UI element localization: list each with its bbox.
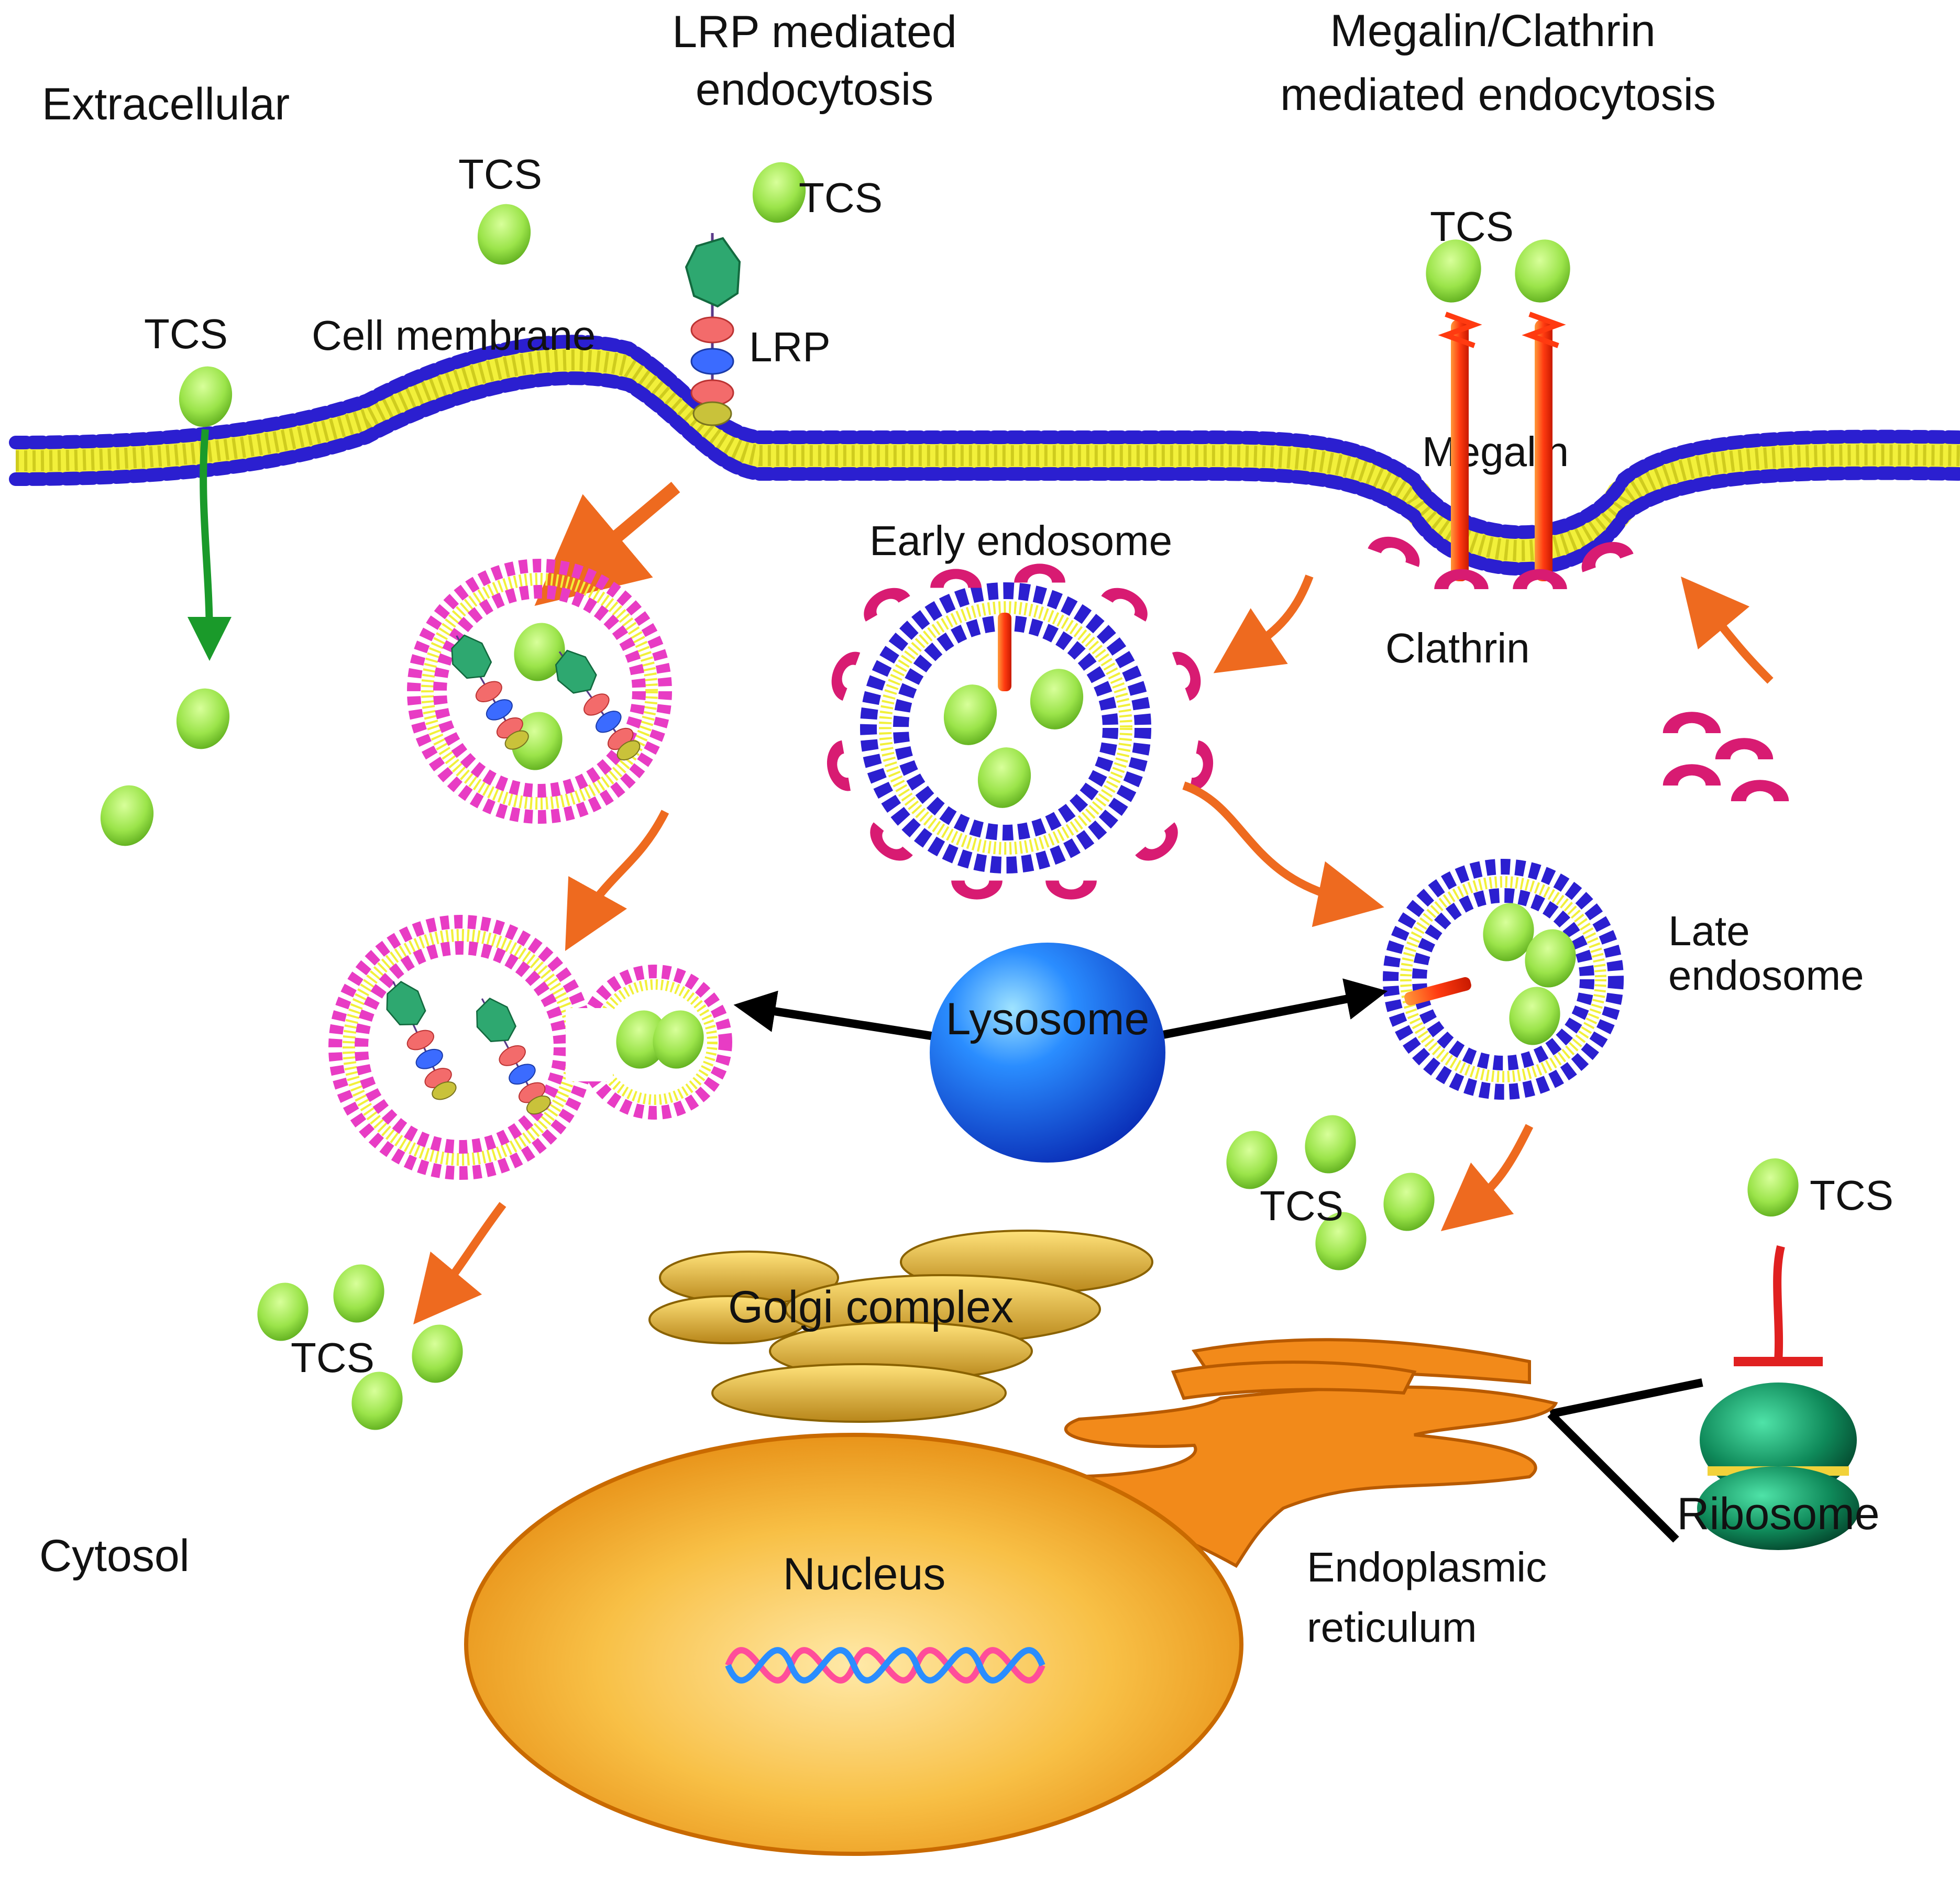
- arrow-lysosome-to-vesicle: [733, 990, 939, 1041]
- tcs-label: TCS: [799, 174, 883, 221]
- arrow-lysosome-to-late-endosome: [1151, 978, 1388, 1041]
- arrow-to-early-endosome: [1213, 574, 1314, 673]
- free-clathrin: [1662, 712, 1789, 801]
- early-endosome: [823, 563, 1217, 900]
- er-label-line2: reticulum: [1307, 1604, 1477, 1651]
- lysosome: Lysosome: [733, 943, 1388, 1163]
- lrp-label: LRP: [749, 324, 831, 370]
- nucleus: Nucleus: [464, 1433, 1243, 1856]
- lrp-internalization-arrow: [534, 482, 680, 606]
- lrp-receptor: TCS: [686, 157, 883, 425]
- lrp-title-line2: endocytosis: [696, 64, 933, 115]
- lrp-vesicle: [407, 559, 672, 824]
- cell-membrane: [9, 335, 1960, 576]
- ribosome-zoom-lines: [1547, 1378, 1703, 1543]
- tcs-label: TCS: [1810, 1172, 1893, 1219]
- cytosol-label: Cytosol: [39, 1531, 190, 1581]
- arrow-vesicle-to-fusion: [565, 810, 669, 951]
- ribosome: Ribosome: [1677, 1383, 1880, 1550]
- tcs-label: TCS: [1260, 1182, 1344, 1229]
- tcs-released-right: TCS: [1220, 1110, 1440, 1275]
- tcs-entering-membrane: TCS: [144, 311, 238, 432]
- late-endosome-label-line2: endosome: [1668, 952, 1864, 999]
- ribosome-label: Ribosome: [1677, 1489, 1879, 1539]
- tcs-label: TCS: [1430, 203, 1514, 250]
- late-endosome-label-line1: Late: [1668, 908, 1750, 954]
- diffusion-arrow: [187, 429, 232, 661]
- tcs-free-top: TCS: [458, 151, 542, 270]
- megalin-title-line1: Megalin/Clathrin: [1330, 6, 1655, 56]
- golgi-complex: Golgi complex: [648, 1230, 1153, 1423]
- tcs-released-left: TCS: [251, 1259, 469, 1435]
- tcs-label: TCS: [291, 1334, 375, 1381]
- arrow-early-to-late: [1182, 781, 1384, 927]
- inhibition-arrow: [1773, 1245, 1785, 1362]
- tcs-cytosol-1: [170, 683, 236, 754]
- golgi-label: Golgi complex: [728, 1282, 1014, 1332]
- tcs-cytosol-2: [94, 780, 160, 851]
- early-endosome-label: Early endosome: [869, 517, 1172, 564]
- fusing-vesicle: [328, 915, 732, 1180]
- endoplasmic-reticulum: [1055, 1338, 1558, 1568]
- arrow-fusion-to-cytosol: [413, 1202, 506, 1325]
- nucleus-label: Nucleus: [783, 1549, 946, 1599]
- clathrin-recycle-arrow: [1681, 576, 1774, 684]
- dna-helix: [725, 1647, 1045, 1684]
- megalin-receptors: TCS: [1419, 203, 1577, 581]
- arrow-late-endosome-release: [1440, 1124, 1534, 1231]
- extracellular-label: Extracellular: [42, 79, 290, 129]
- tcs-inhibiting-ribosome: TCS: [1734, 1152, 1893, 1366]
- er-label-line1: Endoplasmic: [1307, 1544, 1547, 1590]
- megalin-title-line2: mediated endocytosis: [1280, 70, 1716, 120]
- cell-membrane-label: Cell membrane: [312, 312, 596, 359]
- tcs-label: TCS: [144, 311, 228, 357]
- lrp-title-line1: LRP mediated: [672, 7, 956, 57]
- clathrin-label: Clathrin: [1385, 625, 1530, 671]
- late-endosome: [1383, 859, 1624, 1100]
- lysosome-label: Lysosome: [946, 994, 1150, 1044]
- tcs-label: TCS: [458, 151, 542, 197]
